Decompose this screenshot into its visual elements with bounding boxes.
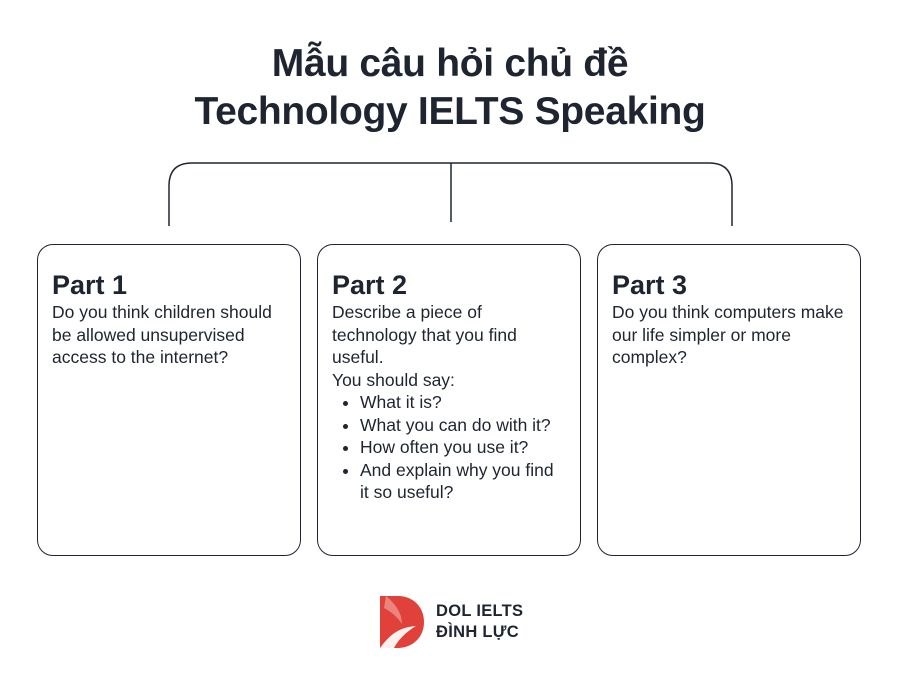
list-item: How often you use it? [360,436,566,459]
logo-line-1: DOL IELTS [436,602,524,620]
tree-connector [168,162,733,226]
part-1-heading: Part 1 [52,270,128,300]
part-2-bullet-list: What it is? What you can do with it? How… [332,391,566,504]
list-item: What it is? [360,391,566,414]
part-1-card: Part 1 Do you think children should be a… [37,244,301,556]
title-line-1: Mẫu câu hỏi chủ đề [271,42,629,85]
part-2-card: Part 2 Describe a piece of technology th… [317,244,581,556]
logo-line-2: ĐÌNH LỰC [436,623,519,641]
dol-logo-icon [380,596,424,648]
part-3-heading: Part 3 [612,270,688,300]
part-2-prompt: You should say: [332,369,455,390]
title-line-2: Technology IELTS Speaking [194,90,706,133]
brand-logo: DOL IELTS ĐÌNH LỰC [376,594,523,650]
part-2-question: Describe a piece of technology that you … [332,302,517,367]
list-item: What you can do with it? [360,414,566,437]
list-item: And explain why you find it so useful? [360,459,566,504]
part-1-question: Do you think children should be allowed … [52,302,272,367]
part-3-card: Part 3 Do you think computers make our l… [597,244,861,556]
part-2-heading: Part 2 [332,270,408,300]
part-3-question: Do you think computers make our life sim… [612,302,844,367]
page-title: Mẫu câu hỏi chủ đề Technology IELTS Spea… [0,40,900,136]
logo-text: DOL IELTS ĐÌNH LỰC [436,601,523,643]
